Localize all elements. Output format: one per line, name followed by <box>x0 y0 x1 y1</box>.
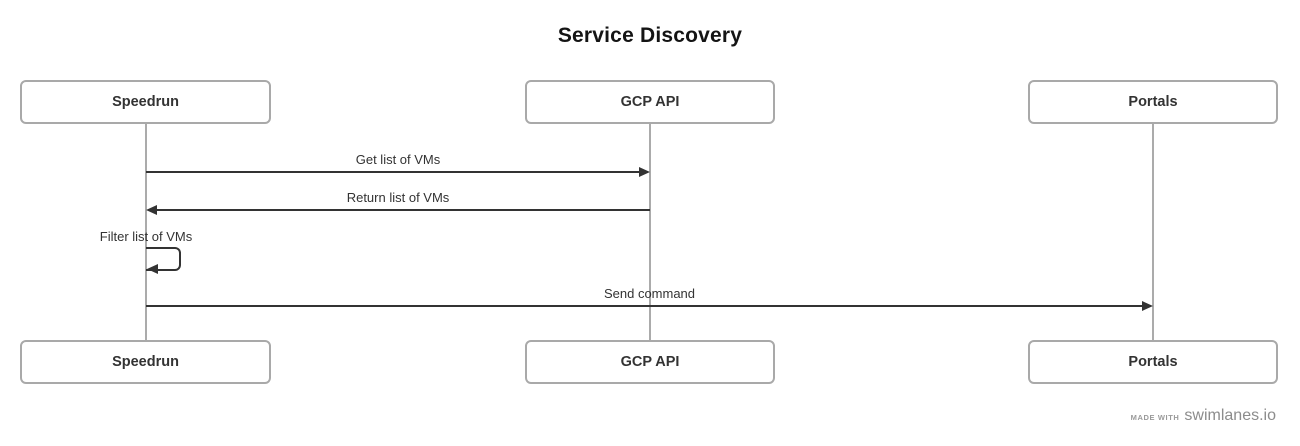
actor-label-portals: Portals <box>1128 354 1178 370</box>
swimlanes-brand: swimlanes.io <box>1184 407 1276 424</box>
arrowhead-left-icon <box>146 205 157 215</box>
diagram-title: Service Discovery <box>557 24 743 47</box>
actor-label-speedrun: Speedrun <box>112 94 179 110</box>
message-label: Filter list of VMs <box>99 229 193 244</box>
swimlanes-footer-link[interactable]: MADE WITH swimlanes.io <box>1131 407 1276 425</box>
made-with-label: MADE WITH <box>1130 413 1180 422</box>
message-label: Return list of VMs <box>346 190 450 205</box>
self-message-loop <box>146 247 181 271</box>
actor-box-speedrun-top: Speedrun <box>20 80 271 124</box>
message-label: Get list of VMs <box>355 152 441 167</box>
actor-label-gcp-api: GCP API <box>620 354 680 370</box>
actor-box-speedrun-bottom: Speedrun <box>20 340 271 384</box>
message-label: Send command <box>603 286 696 301</box>
actor-box-gcp-api-top: GCP API <box>525 80 775 124</box>
lifeline-portals <box>1152 122 1154 342</box>
actor-box-gcp-api-bottom: GCP API <box>525 340 775 384</box>
lifeline-speedrun <box>145 122 147 342</box>
arrowhead-right-icon <box>1142 301 1153 311</box>
message-line <box>152 209 650 211</box>
actor-box-portals-top: Portals <box>1028 80 1278 124</box>
message-line <box>146 305 1147 307</box>
actor-label-gcp-api: GCP API <box>620 94 680 110</box>
actor-label-portals: Portals <box>1128 94 1178 110</box>
arrowhead-left-icon <box>147 264 158 274</box>
lifeline-gcp-api <box>649 122 651 342</box>
actor-box-portals-bottom: Portals <box>1028 340 1278 384</box>
actor-label-speedrun: Speedrun <box>112 354 179 370</box>
message-line <box>146 171 644 173</box>
arrowhead-right-icon <box>639 167 650 177</box>
